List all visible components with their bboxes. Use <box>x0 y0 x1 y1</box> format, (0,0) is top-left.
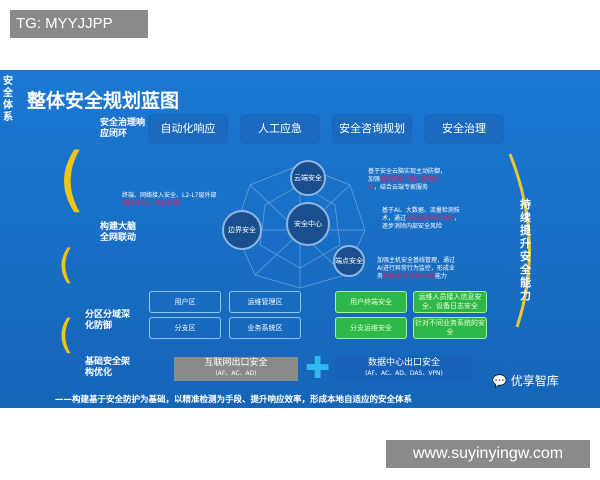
curved-arrow-icon: ( <box>58 242 74 288</box>
btn-governance[interactable]: 安全治理 <box>426 116 502 142</box>
right-label: 持续提升安全能力 <box>520 198 531 302</box>
btn-manual-response[interactable]: 人工应急 <box>242 116 318 142</box>
slide-footer: ——构建基于安全防护为基础，以精准检测为手段、提升响应效率，形成本地自适应的安全… <box>55 395 413 405</box>
bullet-host: 加强主机安全基线管理，通过AI进行异常行为监控，形成业务持续检测 防御 响应能力 <box>377 257 459 281</box>
btn-consulting[interactable]: 安全咨询规划 <box>334 116 410 142</box>
bullet-highlight: 未知威胁检测分析 <box>406 215 455 222</box>
zone-branch[interactable]: 分支区 <box>149 317 221 339</box>
dc-exit-sub: (AF、AC、AD、DAS、VPN) <box>365 370 443 377</box>
node-boundary: 边界安全 <box>222 210 262 250</box>
bullet-text: 能力 <box>434 273 447 280</box>
brand-logo: 💬 优享智库 <box>492 372 559 389</box>
zone-ops[interactable]: 运维管理区 <box>229 291 301 313</box>
plus-icon: ✚ <box>305 351 331 386</box>
dc-exit-box: 数据中心出口安全 (AF、AC、AD、DAS、VPN) <box>335 356 473 382</box>
internet-exit-box: 互联网出口安全 (AF、AC、AD) <box>174 357 298 381</box>
bullet-text: ，逐步消除内部安全风险 <box>382 215 461 230</box>
security-blueprint-slide: 安全体系 整体安全规划蓝图 安全治理响应闭环 构建大脑全网联动 分区分域深化防御… <box>0 70 600 408</box>
curved-arrow-icon: ( <box>58 138 86 220</box>
tag-label: TG: MYYJJPP <box>10 10 148 38</box>
row-label-foundation: 基础安全架构优化 <box>85 357 131 378</box>
bullet-text: 基于安全云脑实现主动防御，加强 <box>368 168 447 183</box>
bullet-highlight: 威胁可视化 攻击 防御 <box>122 200 180 207</box>
bullet-text: 加强主机安全基线管理，通过AI进行异常行为监控，形成业务 <box>377 257 456 280</box>
node-center: 安全中心 <box>286 202 330 246</box>
brand-name: 优享智库 <box>510 374 559 388</box>
bullet-text: 基于AI、大数据、流量检测技术，通过 <box>382 207 460 222</box>
internet-exit-title: 互联网出口安全 <box>204 358 268 368</box>
internet-exit-sub: (AF、AC、AD) <box>215 370 257 377</box>
bullet-cloud: 基于安全云脑实现主动防御，加强威胁情报 攻击 溯源能力，结合云端专家服务 <box>368 168 448 192</box>
watermark: www.suyinyingw.com <box>386 440 590 468</box>
bullet-text: ，结合云端专家服务 <box>374 184 429 191</box>
slide-title: 整体安全规划蓝图 <box>27 90 180 112</box>
side-label: 安全体系 <box>3 76 13 123</box>
btn-auto-response[interactable]: 自动化响应 <box>150 116 226 142</box>
row-label-zoning: 分区分域深化防御 <box>85 310 131 331</box>
bullet-highlight: 威胁情报 攻击 溯源能力 <box>368 176 438 191</box>
wechat-icon: 💬 <box>492 374 507 388</box>
green-zone-ops-access[interactable]: 运维人员接入信息安全、设备日志安全 <box>413 291 487 313</box>
curved-arrow-icon: ( <box>58 312 74 358</box>
right-arc-arrow-icon <box>508 153 531 328</box>
zone-business[interactable]: 业务系统区 <box>229 317 301 339</box>
dc-exit-title: 数据中心出口安全 <box>367 358 440 368</box>
green-zone-business[interactable]: 针对不同业务系统的安全 <box>413 317 487 339</box>
bullet-ai: 基于AI、大数据、流量检测技术，通过未知威胁检测分析，逐步消除内部安全风险 <box>382 207 462 231</box>
node-endpoint: 端点安全 <box>333 245 365 277</box>
row-label-brain: 构建大脑全网联动 <box>100 222 137 243</box>
zone-user[interactable]: 用户区 <box>149 291 221 313</box>
bullet-highlight: 持续检测 防御 响应 <box>383 273 435 280</box>
row-label-governance: 安全治理响应闭环 <box>100 118 146 139</box>
left-bullet: 终端、网络接入安全、L2-L7层外部 威胁可视化 攻击 防御 <box>122 192 232 208</box>
green-zone-branch-ops[interactable]: 分支运维安全 <box>335 317 407 339</box>
bullet-text: 终端、网络接入安全、L2-L7层外部 <box>122 192 217 199</box>
green-zone-user-terminal[interactable]: 用户终端安全 <box>335 291 407 313</box>
node-cloud: 云端安全 <box>290 160 326 196</box>
